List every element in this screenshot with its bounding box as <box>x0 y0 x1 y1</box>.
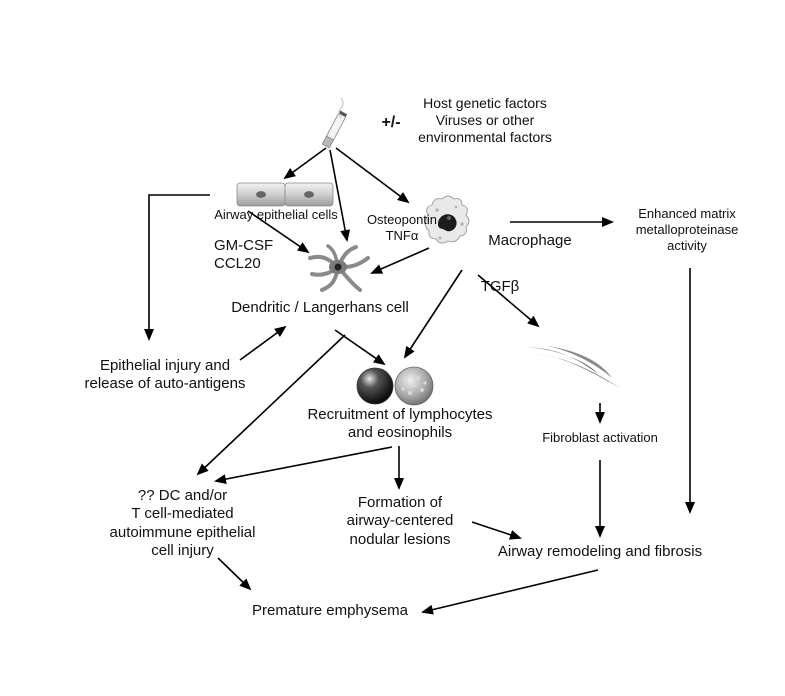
eosinophil-icon <box>394 366 434 406</box>
dendritic-langerhans-cell-label: Dendritic / Langerhans cell <box>231 299 409 316</box>
plus-minus-label: +/- <box>381 114 401 131</box>
recruitment-label: Recruitment of lymphocytes and eosinophi… <box>307 406 493 442</box>
gm-csf-ccl20-label: GM-CSF CCL20 <box>214 237 274 273</box>
epithelial-cells-icon <box>236 182 334 207</box>
nodular-lesions-label: Formation of airway-centered nodular les… <box>346 494 454 548</box>
fibroblast-icon <box>527 346 620 388</box>
cigarette-icon <box>321 97 348 149</box>
airway-remodeling-label: Airway remodeling and fibrosis <box>497 543 703 560</box>
arrows <box>144 147 695 615</box>
lymphocyte-icon <box>356 367 394 405</box>
epithelial-injury-label: Epithelial injury and release of auto-an… <box>84 357 246 393</box>
macrophage-label: Macrophage <box>488 232 572 249</box>
host-factors-label: Host genetic factors Viruses or other en… <box>418 95 552 146</box>
airway-epithelial-cells-label: Airway epithelial cells <box>214 207 338 222</box>
tgf-beta-label: TGFβ <box>480 278 520 295</box>
macrophage-icon <box>424 195 470 244</box>
dc-tcell-injury-label: ?? DC and/or T cell-mediated autoimmune … <box>109 487 256 559</box>
osteopontin-tnfa-label: Osteopontin TNFα <box>366 212 438 243</box>
matrix-metalloproteinase-label: Enhanced matrix metalloproteinase activi… <box>635 206 739 253</box>
premature-emphysema-label: Premature emphysema <box>252 602 408 619</box>
fibroblast-activation-label: Fibroblast activation <box>542 430 658 445</box>
dendritic-cell-icon <box>308 244 370 292</box>
